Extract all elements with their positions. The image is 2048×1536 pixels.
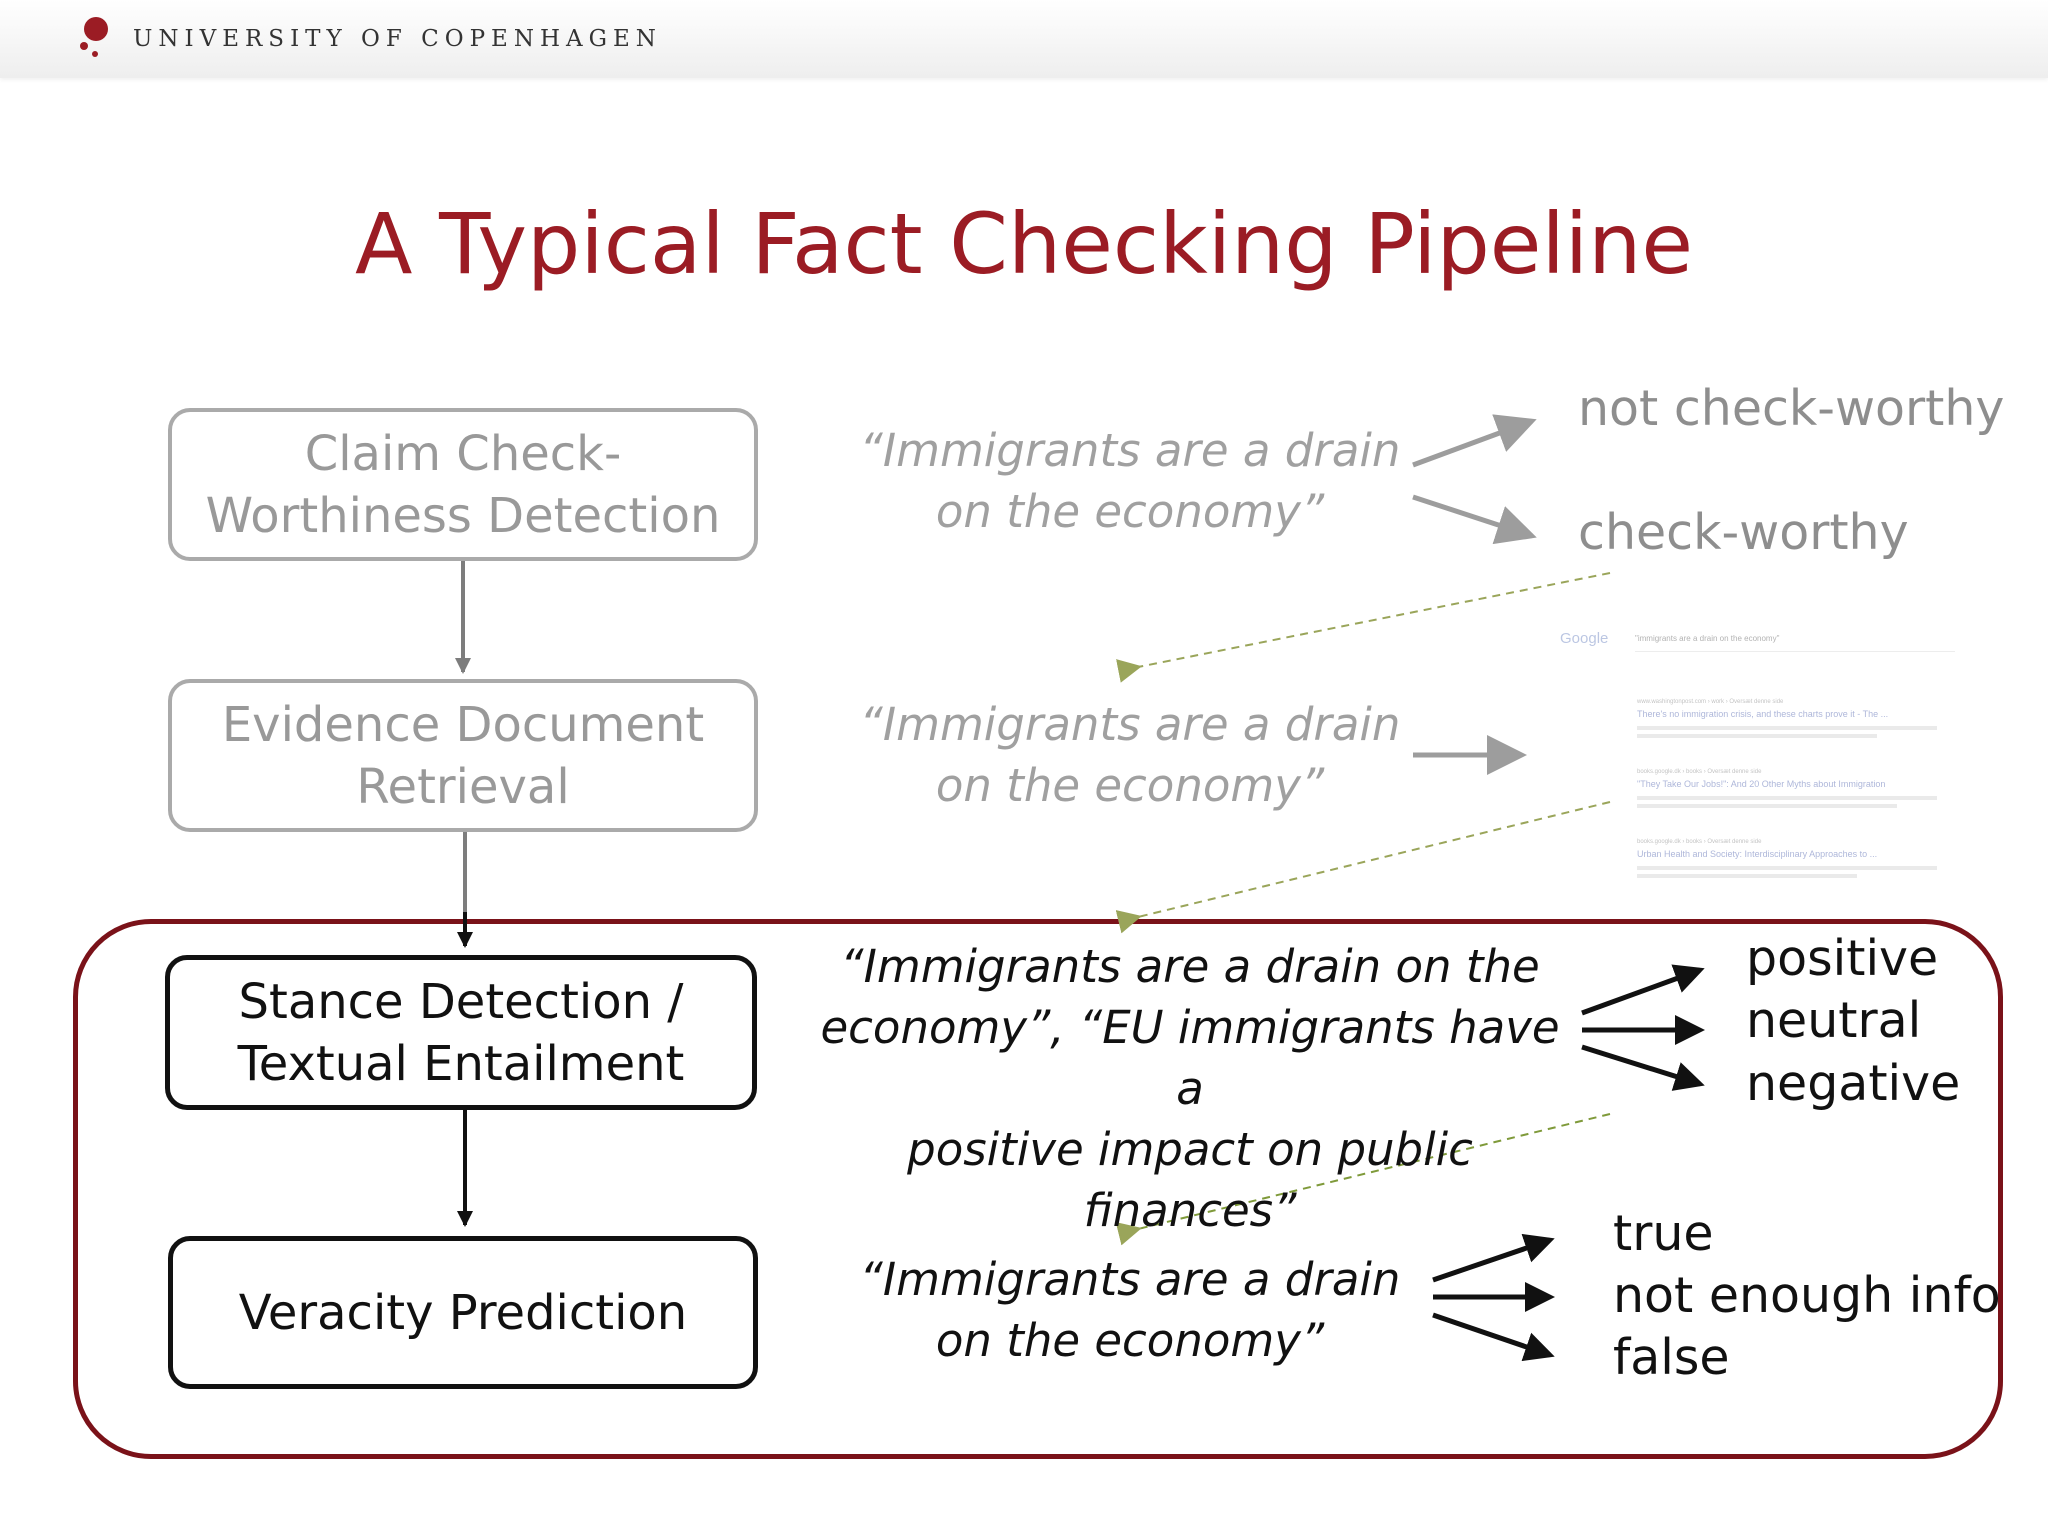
label-false: false bbox=[1613, 1329, 1730, 1386]
step-label-line1: Veracity Prediction bbox=[238, 1284, 688, 1341]
label-true: true bbox=[1613, 1205, 1714, 1262]
fork-arrow-check-worthy bbox=[1412, 494, 1537, 545]
fork-arrow-false bbox=[1432, 1312, 1555, 1362]
dashed-arrow-2 bbox=[1115, 801, 1611, 934]
label-negative: negative bbox=[1746, 1055, 1961, 1112]
slide-title: A Typical Fact Checking Pipeline bbox=[354, 195, 1694, 293]
example-claim-3: “Immigrants are a drain on the economy”,… bbox=[800, 936, 1580, 1241]
step-veracity-prediction: Veracity Prediction bbox=[168, 1236, 758, 1389]
result-title: "They Take Our Jobs!": And 20 Other Myth… bbox=[1637, 779, 1886, 789]
result-snippet bbox=[1637, 796, 1937, 800]
result-url: www.washingtonpost.com › work › Oversæt … bbox=[1637, 699, 1784, 705]
claim-line: on the economy” bbox=[935, 759, 1325, 812]
result-snippet bbox=[1637, 734, 1877, 738]
step-stance-detection: Stance Detection /Textual Entailment bbox=[165, 955, 757, 1110]
step-label-line1: Evidence Document bbox=[221, 696, 705, 753]
claim-line: “Immigrants are a drain bbox=[859, 424, 1401, 477]
step-claim-check-worthiness: Claim Check-Worthiness Detection bbox=[168, 408, 758, 561]
result-url: books.google.dk › books › Oversæt denne … bbox=[1637, 769, 1762, 775]
result-url: books.google.dk › books › Oversæt denne … bbox=[1637, 839, 1762, 845]
dashed-arrow-3 bbox=[1115, 1113, 1611, 1246]
label-positive: positive bbox=[1746, 930, 1939, 987]
example-claim-2: “Immigrants are a drain on the economy” bbox=[850, 694, 1410, 816]
example-claim-1: “Immigrants are a drain on the economy” bbox=[850, 420, 1410, 542]
search-divider bbox=[1635, 651, 1955, 652]
search-results-thumbnail: Google "immigrants are a drain on the ec… bbox=[1557, 625, 1967, 895]
dashed-arrow-1 bbox=[1116, 572, 1611, 683]
result-title: Urban Health and Society: Interdisciplin… bbox=[1637, 849, 1878, 859]
result-snippet bbox=[1637, 874, 1857, 878]
step-label-line1: Claim Check- bbox=[304, 425, 622, 482]
claim-line: economy”, “EU immigrants have a bbox=[820, 1001, 1560, 1115]
search-result: books.google.dk › books › Oversæt denne … bbox=[1637, 769, 1957, 808]
result-snippet bbox=[1637, 726, 1937, 730]
label-neutral: neutral bbox=[1746, 992, 1922, 1049]
step-label-line2: Retrieval bbox=[356, 758, 570, 815]
header-bar: UNIVERSITY OF COPENHAGEN bbox=[0, 0, 2048, 78]
claim-line: “Immigrants are a drain on the bbox=[840, 940, 1540, 993]
example-claim-4: “Immigrants are a drain on the economy” bbox=[850, 1249, 1410, 1371]
label-not-check-worthy: not check-worthy bbox=[1578, 380, 2005, 437]
focus-highlight-frame bbox=[73, 919, 2003, 1459]
label-not-enough-info: not enough info bbox=[1613, 1267, 2001, 1324]
claim-line: on the economy” bbox=[935, 485, 1325, 538]
claim-line: “Immigrants are a drain bbox=[859, 698, 1401, 751]
fork-arrow-positive bbox=[1581, 964, 1705, 1016]
institution-name: UNIVERSITY OF COPENHAGEN bbox=[133, 26, 662, 52]
step-label-line1: Stance Detection / bbox=[238, 973, 684, 1030]
search-engine-logo: Google bbox=[1560, 630, 1609, 647]
step-label-line2: Textual Entailment bbox=[237, 1035, 685, 1092]
result-snippet bbox=[1637, 866, 1937, 870]
result-snippet bbox=[1637, 804, 1897, 808]
search-result: books.google.dk › books › Oversæt denne … bbox=[1637, 839, 1957, 878]
university-logo-icon bbox=[80, 17, 108, 57]
fork-arrow-negative bbox=[1581, 1044, 1705, 1091]
search-result: www.washingtonpost.com › work › Oversæt … bbox=[1637, 699, 1957, 738]
step-label-line2: Worthiness Detection bbox=[205, 487, 721, 544]
fork-arrow-not-check-worthy bbox=[1412, 414, 1537, 468]
claim-line: on the economy” bbox=[935, 1314, 1325, 1367]
search-query: "immigrants are a drain on the economy" bbox=[1635, 634, 1780, 643]
claim-line: “Immigrants are a drain bbox=[859, 1253, 1401, 1306]
result-title: There's no immigration crisis, and these… bbox=[1637, 709, 1889, 719]
fork-arrow-true bbox=[1432, 1233, 1555, 1283]
label-check-worthy: check-worthy bbox=[1578, 504, 1909, 561]
claim-line: positive impact on public finances” bbox=[907, 1123, 1473, 1237]
